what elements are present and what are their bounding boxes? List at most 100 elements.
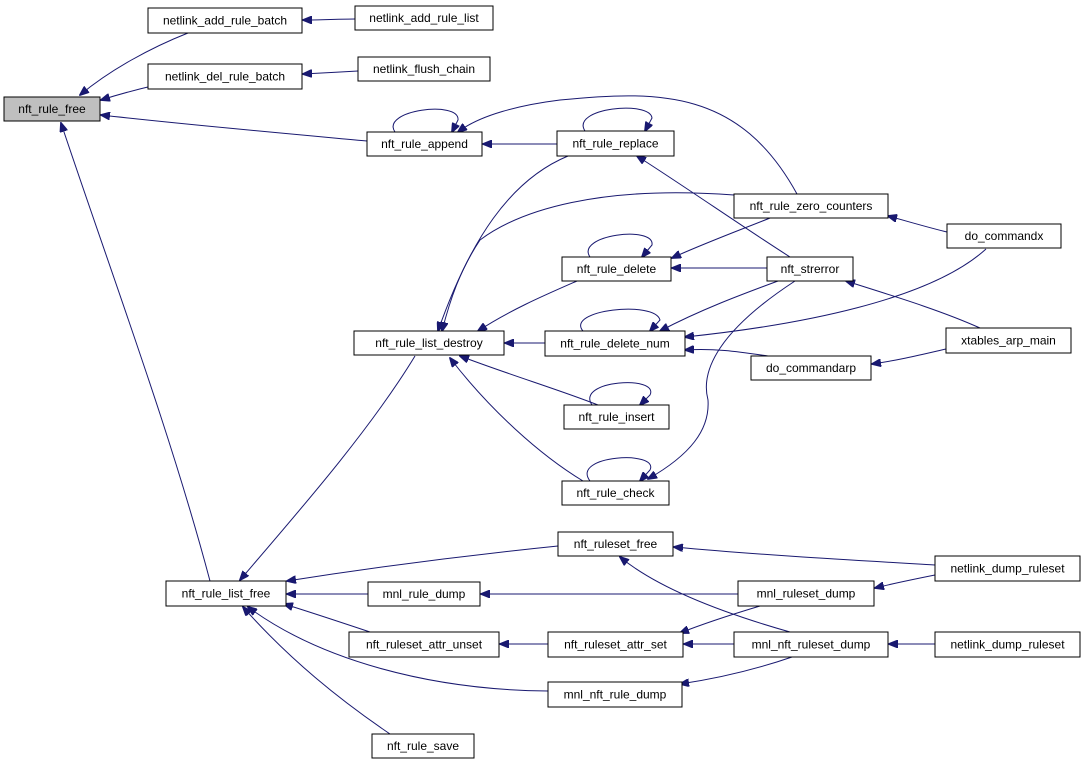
edge-nft-ruleset-attr-unset-to-nft-rule-list-free [284,604,371,633]
node-label: netlink_del_rule_batch [165,70,285,84]
edge-nft-rule-list-free-to-nft-rule-free [61,123,211,582]
edge-line [580,308,661,331]
edge-nft-rule-save-to-nft-rule-list-free [243,607,391,735]
node-nft-rule-delete[interactable]: nft_rule_delete [561,256,672,282]
node-box [557,531,674,557]
edge-line [685,248,987,337]
node-box [750,355,872,381]
edge-line [450,358,584,482]
edge-line [589,382,652,405]
node-do-commandarp[interactable]: do_commandarp [750,355,872,381]
node-nft-strerror[interactable]: nft_strerror [766,256,854,282]
node-label: nft_rule_insert [578,410,655,424]
edge-netlink-dump-ruleset-1-to-mnl-ruleset-dump [875,574,936,588]
node-label: nft_rule_delete_num [560,337,669,351]
edge-do-commandarp-to-nft-rule-delete-num [685,349,769,357]
edge-nft-ruleset-free-to-nft-rule-list-free [287,545,559,581]
edge-do-commandx-to-nft-rule-zero-counters [888,216,948,233]
node-nft-rule-save[interactable]: nft_rule_save [371,733,475,759]
node-box [165,580,287,607]
edge-netlink-add-rule-list-to-netlink-add-rule-batch [303,19,356,20]
node-box [945,327,1072,354]
node-nft-ruleset-free[interactable]: nft_ruleset_free [557,531,674,557]
edge-netlink-add-rule-batch-to-nft-rule-free [80,32,189,95]
node-nft-rule-delete-num[interactable]: nft_rule_delete_num [544,330,686,357]
edge-line [637,156,791,258]
node-mnl-rule-dump[interactable]: mnl_rule_dump [367,581,481,607]
node-nft-rule-insert[interactable]: nft_rule_insert [563,404,670,430]
edge-line [392,108,458,132]
node-label: nft_rule_delete [577,262,657,276]
node-nft-ruleset-attr-unset[interactable]: nft_ruleset_attr_unset [348,631,500,658]
edge-nft-rule-list-destroy-to-nft-rule-list-free [240,355,416,580]
node-label: nft_strerror [781,262,840,276]
node-netlink-dump-ruleset-1[interactable]: netlink_dump_ruleset [934,555,1081,582]
edge-line [586,457,652,481]
edge-mnl-nft-ruleset-dump-to-mnl-nft-rule-dump [680,656,793,684]
edge-nft-strerror-to-nft-rule-check [648,280,796,479]
node-mnl-nft-rule-dump[interactable]: mnl_nft_rule_dump [547,681,683,708]
node-nft-rule-free[interactable]: nft_rule_free [3,96,101,122]
edges-layer [61,19,987,735]
node-box [934,555,1081,582]
edge-line [284,604,371,633]
node-box [544,330,686,357]
edge-nft-strerror-to-nft-rule-replace [637,156,791,258]
node-netlink-add-rule-list[interactable]: netlink_add_rule_list [354,5,494,31]
node-mnl-nft-ruleset-dump[interactable]: mnl_nft_ruleset_dump [733,631,889,658]
edge-line [101,115,368,142]
edge-line [438,155,569,331]
node-netlink-dump-ruleset-2[interactable]: netlink_dump_ruleset [934,631,1081,658]
edge-nft-rule-check-to-nft-rule-check [586,457,652,481]
node-mnl-ruleset-dump[interactable]: mnl_ruleset_dump [737,580,875,607]
edge-line [674,547,936,566]
node-box [561,480,670,506]
edge-nft-strerror-to-nft-rule-delete-num [660,280,779,331]
node-label: mnl_nft_rule_dump [564,688,667,702]
edge-netlink-del-rule-batch-to-nft-rule-free [101,85,153,100]
edge-nft-rule-zero-counters-to-nft-rule-delete [672,217,771,258]
edge-line [888,216,948,233]
edge-line [872,348,947,364]
node-label: nft_rule_list_free [182,587,271,601]
edge-line [61,123,211,582]
node-label: netlink_flush_chain [373,62,475,76]
node-box [348,631,500,658]
node-box [733,193,889,219]
node-label: netlink_add_rule_batch [163,14,287,28]
node-box [147,7,303,34]
node-nft-rule-list-free[interactable]: nft_rule_list_free [165,580,287,607]
edge-nft-rule-delete-to-nft-rule-list-destroy [478,280,578,331]
node-label: nft_ruleset_attr_unset [366,638,483,652]
node-nft-rule-list-destroy[interactable]: nft_rule_list_destroy [353,330,505,356]
node-netlink-flush-chain[interactable]: netlink_flush_chain [357,56,491,82]
edge-line [648,280,796,479]
node-nft-rule-append[interactable]: nft_rule_append [366,131,483,157]
edge-line [303,19,356,20]
node-label: nft_rule_zero_counters [750,199,873,213]
node-nft-ruleset-attr-set[interactable]: nft_ruleset_attr_set [547,631,684,658]
edge-line [875,574,936,588]
node-label: mnl_rule_dump [383,587,466,601]
edge-line [442,192,735,331]
node-nft-rule-replace[interactable]: nft_rule_replace [556,130,675,157]
node-netlink-add-rule-batch[interactable]: netlink_add_rule_batch [147,7,303,34]
node-label: nft_rule_replace [572,137,658,151]
edge-line [587,233,653,257]
edge-netlink-dump-ruleset-1-to-nft-ruleset-free [674,547,936,566]
node-box [737,580,875,607]
edge-line [685,349,769,357]
node-do-commandx[interactable]: do_commandx [946,223,1062,249]
node-netlink-del-rule-batch[interactable]: netlink_del_rule_batch [147,63,303,90]
edge-nft-rule-delete-to-nft-rule-delete [587,233,653,257]
edge-nft-rule-append-to-nft-rule-append [392,108,458,132]
edge-line [846,281,981,329]
node-label: mnl_ruleset_dump [757,587,856,601]
node-label: nft_rule_check [576,486,655,500]
node-box [354,5,494,31]
edge-nft-rule-check-to-nft-rule-list-destroy [450,358,584,482]
edge-xtables-arp-main-to-nft-strerror [846,281,981,329]
node-xtables-arp-main[interactable]: xtables_arp_main [945,327,1072,354]
node-nft-rule-zero-counters[interactable]: nft_rule_zero_counters [733,193,889,219]
node-nft-rule-check[interactable]: nft_rule_check [561,480,670,506]
